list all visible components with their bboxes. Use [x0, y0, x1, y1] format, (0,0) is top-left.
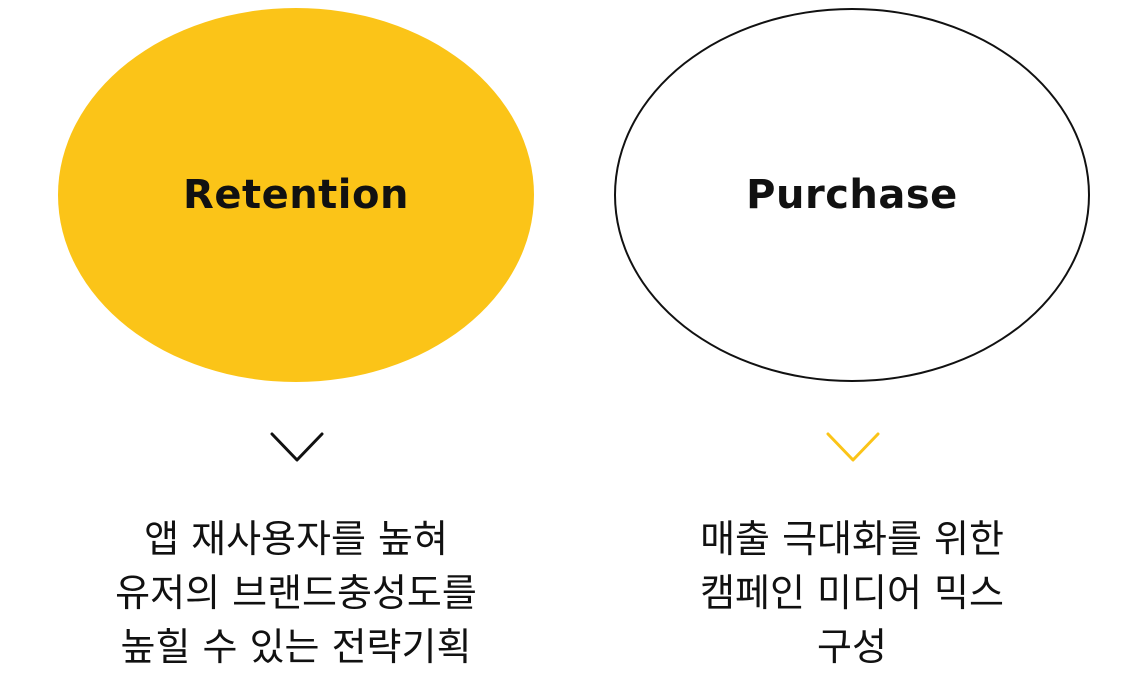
purchase-desc-line: 구성	[817, 625, 887, 669]
purchase-desc-line: 캠페인 미디어 믹스	[700, 571, 1004, 615]
retention-desc-line: 높힐 수 있는 전략기획	[120, 625, 472, 669]
chevron-down-icon	[826, 432, 880, 462]
retention-desc-line: 앱 재사용자를 높혀	[144, 517, 448, 561]
purchase-title: Purchase	[746, 172, 958, 218]
retention-title: Retention	[183, 172, 409, 218]
purchase-card: Purchase 매출 극대화를 위한 캠페인 미디어 믹스 구성	[572, 0, 1132, 692]
purchase-desc-line: 매출 극대화를 위한	[700, 517, 1004, 561]
purchase-description: 매출 극대화를 위한 캠페인 미디어 믹스 구성	[592, 512, 1112, 674]
retention-desc-line: 유저의 브랜드충성도를	[115, 571, 477, 615]
purchase-blob: Purchase	[614, 8, 1090, 382]
retention-card: Retention 앱 재사용자를 높혀 유저의 브랜드충성도를 높힐 수 있는…	[16, 0, 576, 692]
retention-description: 앱 재사용자를 높혀 유저의 브랜드충성도를 높힐 수 있는 전략기획	[36, 512, 556, 674]
retention-blob: Retention	[58, 8, 534, 382]
chevron-down-icon	[270, 432, 324, 462]
